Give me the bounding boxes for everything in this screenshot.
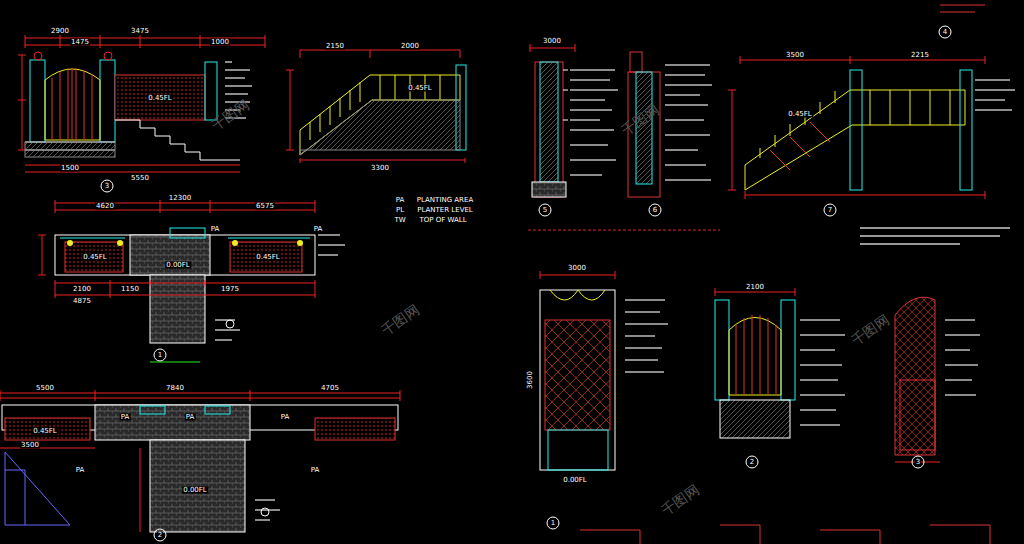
dimension: 12300: [168, 195, 192, 202]
level-mark: 0.45FL: [32, 428, 58, 435]
legend-code: PL: [395, 207, 405, 214]
dimension: 3500: [20, 442, 40, 449]
area-tag: PA: [210, 226, 221, 233]
callout-number: 1: [550, 520, 556, 527]
dimension: 1150: [120, 286, 140, 293]
callout-number: 2: [157, 532, 163, 539]
legend-code: PA: [395, 197, 406, 204]
dimension: 3600: [527, 370, 534, 390]
level-mark: 0.45FL: [787, 111, 813, 118]
dimension: 4705: [320, 385, 340, 392]
legend-code: TW: [393, 217, 406, 224]
callout-number: 2: [749, 459, 755, 466]
dimension: 5550: [130, 175, 150, 182]
level-mark: 0.45FL: [255, 254, 281, 261]
callout-number: 7: [827, 207, 833, 214]
legend-text: PLANTER LEVEL: [416, 207, 474, 214]
dimension: 3475: [130, 28, 150, 35]
dimension: 3000: [567, 265, 587, 272]
dimension: 2215: [910, 52, 930, 59]
level-mark: 0.45FL: [82, 254, 108, 261]
callout-number: 3: [915, 459, 921, 466]
dimension: 1975: [220, 286, 240, 293]
level-mark: 0.00FL: [562, 477, 588, 484]
dimension: 1475: [70, 39, 90, 46]
area-tag: PA: [75, 467, 86, 474]
watermark: 千图网: [619, 102, 661, 138]
watermark: 千图网: [849, 312, 891, 348]
area-tag: PA: [313, 226, 324, 233]
area-tag: PA: [120, 414, 131, 421]
legend-text: PLANTING AREA: [416, 197, 474, 204]
dimension: 4875: [72, 298, 92, 305]
dimension: 2900: [50, 28, 70, 35]
level-mark: 0.45FL: [407, 85, 433, 92]
callout-number: 4: [942, 29, 948, 36]
dimension: 1000: [210, 39, 230, 46]
callout-number: 6: [652, 207, 658, 214]
dimension: 3300: [370, 165, 390, 172]
area-tag: PA: [310, 467, 321, 474]
dimension: 2100: [72, 286, 92, 293]
level-mark: 0.00FL: [165, 262, 191, 269]
dimension: 4620: [95, 203, 115, 210]
callout-number: 5: [542, 207, 548, 214]
dimension: 5500: [35, 385, 55, 392]
legend-text: TOP OF WALL: [418, 217, 467, 224]
dimension: 2000: [400, 43, 420, 50]
callout-number: 1: [157, 352, 163, 359]
area-tag: PA: [185, 414, 196, 421]
dimension: 3500: [785, 52, 805, 59]
dimension: 2150: [325, 43, 345, 50]
watermark: 千图网: [379, 302, 421, 338]
dimension: 2100: [745, 284, 765, 291]
callout-number: 3: [104, 183, 110, 190]
watermark: 千图网: [209, 97, 251, 133]
dimension: 1500: [60, 165, 80, 172]
level-mark: 0.00FL: [182, 487, 208, 494]
dimension: 6575: [255, 203, 275, 210]
dimension: 7840: [165, 385, 185, 392]
area-tag: PA: [280, 414, 291, 421]
level-mark: 0.45FL: [147, 95, 173, 102]
dimension: 3000: [542, 38, 562, 45]
watermark: 千图网: [659, 482, 701, 518]
